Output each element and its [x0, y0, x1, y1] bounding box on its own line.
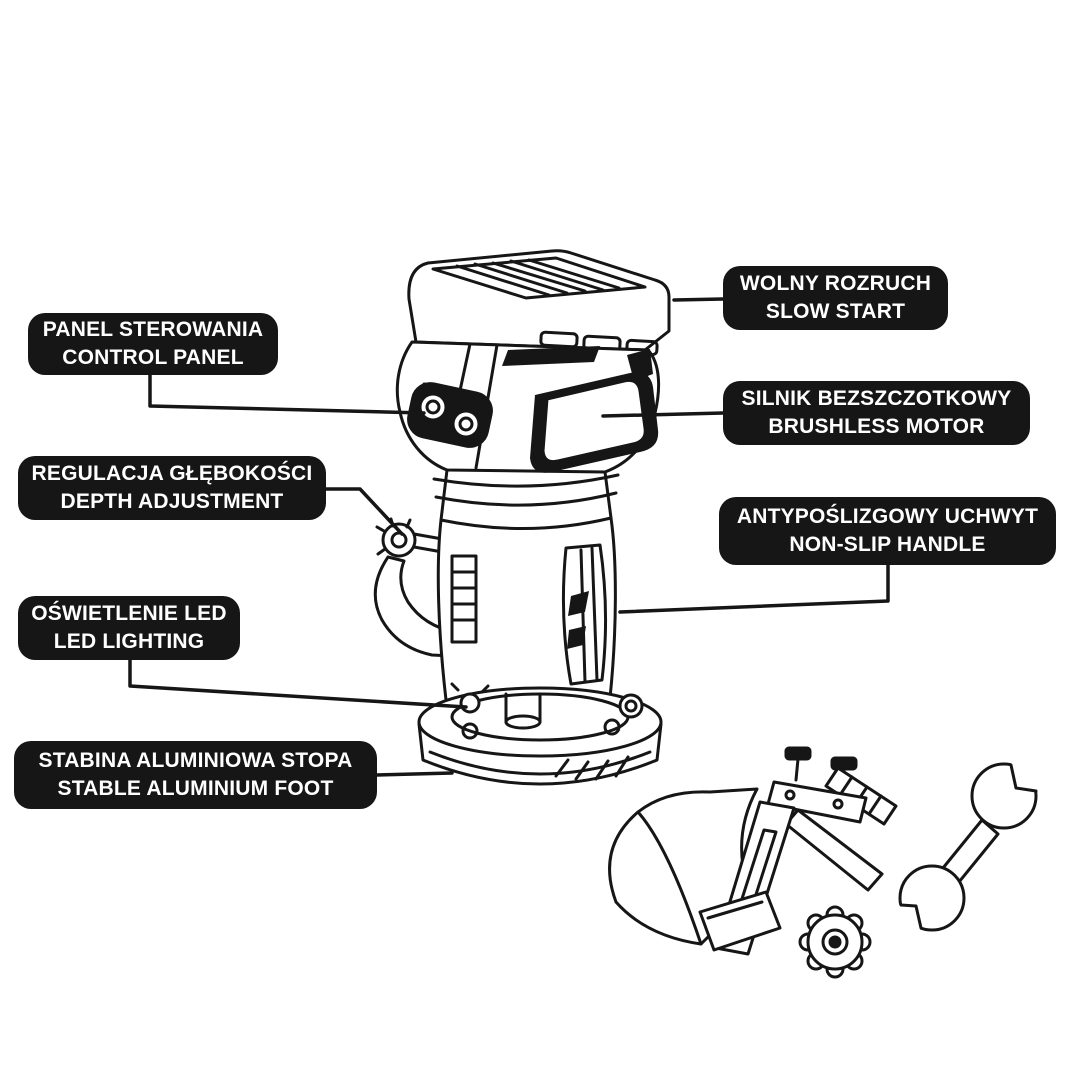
label-non-slip-handle: ANTYPOŚLIZGOWY UCHWYT NON-SLIP HANDLE — [719, 497, 1056, 565]
label-aluminium-foot: STABINA ALUMINIOWA STOPA STABLE ALUMINIU… — [14, 741, 377, 809]
label-aluminium-foot-line2: STABLE ALUMINIUM FOOT — [57, 777, 334, 800]
neck-collar — [432, 468, 620, 522]
label-non-slip-handle-line1: ANTYPOŚLIZGOWY UCHWYT — [736, 505, 1039, 529]
leader-slow-start — [672, 297, 725, 302]
control-panel-buttons — [407, 382, 493, 448]
leader-non-slip-handle — [618, 563, 890, 614]
leader-brushless-motor — [601, 411, 725, 418]
label-slow-start: WOLNY ROZRUCH SLOW START — [723, 266, 948, 330]
lower-body — [436, 516, 617, 702]
leader-lines — [128, 297, 890, 777]
label-brushless-motor-line2: BRUSHLESS MOTOR — [768, 415, 985, 438]
label-control-panel-line2: CONTROL PANEL — [62, 346, 244, 369]
label-depth-adjustment-line1: REGULACJA GŁĘBOKOŚCI — [31, 462, 313, 486]
leader-led-lighting — [128, 658, 468, 709]
label-aluminium-foot-line1: STABINA ALUMINIOWA STOPA — [38, 749, 353, 773]
battery-block — [407, 249, 671, 357]
leader-aluminium-foot — [374, 771, 454, 777]
edge-guide-icon — [698, 746, 898, 956]
depth-adjustment-knob — [373, 517, 457, 658]
collet-nut-icon — [798, 905, 872, 979]
label-slow-start-line1: WOLNY ROZRUCH — [739, 272, 932, 296]
leader-control-panel — [148, 372, 426, 415]
wrench-icon — [884, 750, 1054, 946]
label-led-lighting-line2: LED LIGHTING — [53, 630, 205, 653]
label-brushless-motor: SILNIK BEZSZCZOTKOWY BRUSHLESS MOTOR — [723, 381, 1030, 445]
label-control-panel: PANEL STEROWANIA CONTROL PANEL — [28, 313, 278, 375]
label-brushless-motor-line1: SILNIK BEZSZCZOTKOWY — [741, 387, 1012, 411]
label-depth-adjustment: REGULACJA GŁĘBOKOŚCI DEPTH ADJUSTMENT — [18, 456, 326, 520]
label-led-lighting-line1: OŚWIETLENIE LED — [31, 602, 227, 626]
label-led-lighting: OŚWIETLENIE LED LED LIGHTING — [18, 596, 240, 660]
accessories-illustration — [608, 746, 1054, 979]
label-depth-adjustment-line2: DEPTH ADJUSTMENT — [60, 490, 284, 513]
label-non-slip-handle-line2: NON-SLIP HANDLE — [789, 533, 986, 556]
label-control-panel-line1: PANEL STEROWANIA — [42, 318, 264, 342]
led-light — [450, 682, 542, 730]
motor-badge — [541, 379, 647, 463]
label-slow-start-line2: SLOW START — [765, 300, 906, 323]
router-illustration — [373, 249, 671, 786]
leader-depth-adjustment — [323, 487, 404, 536]
